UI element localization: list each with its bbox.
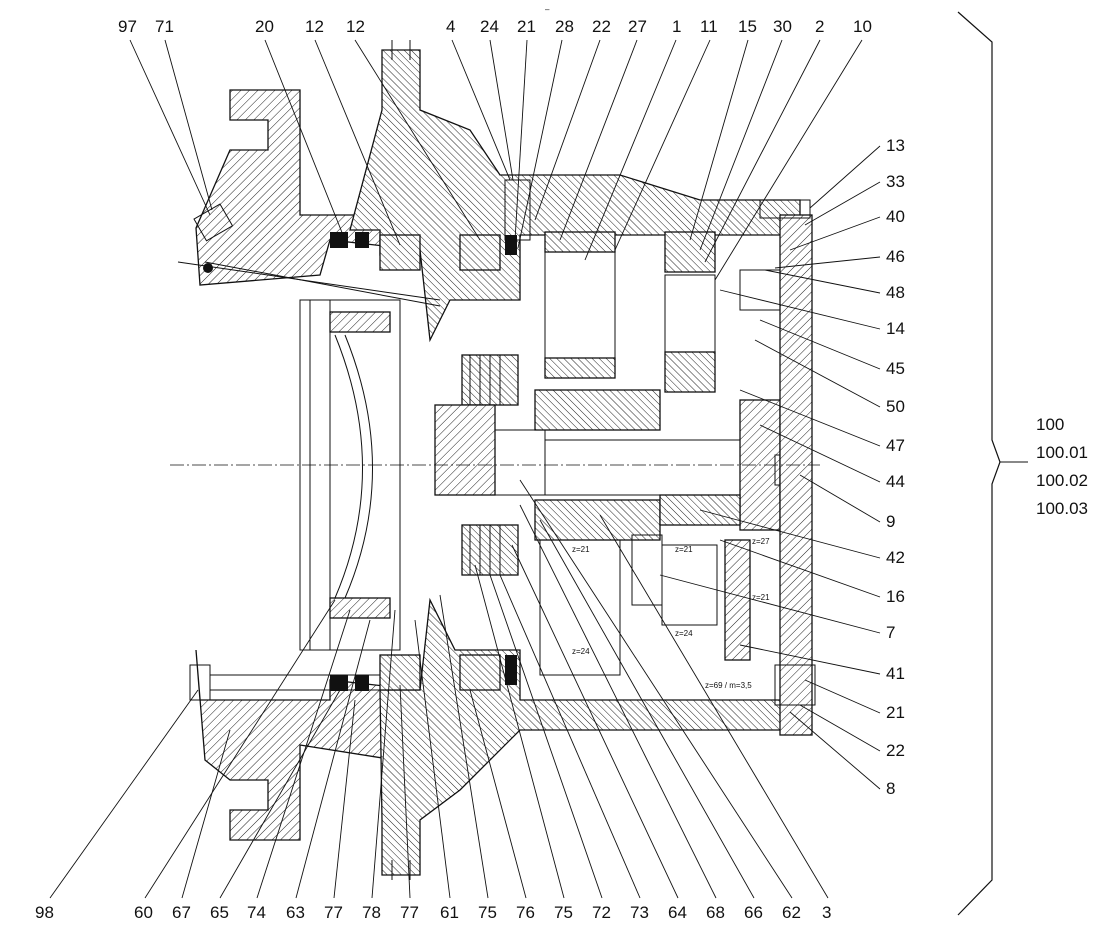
label-12b: 12 [346, 17, 365, 36]
label-42: 42 [886, 548, 905, 567]
label-22: 22 [592, 17, 611, 36]
label-47: 47 [886, 436, 905, 455]
cover-plate [739, 199, 816, 736]
right-callouts: 13 33 40 46 48 14 45 50 47 44 9 42 16 7 … [886, 136, 905, 798]
label-77b: 77 [400, 903, 419, 922]
gear-mark-6: z=24 [675, 629, 693, 638]
label-15: 15 [738, 17, 757, 36]
label-65: 65 [210, 903, 229, 922]
label-33: 33 [886, 172, 905, 191]
label-67: 67 [172, 903, 191, 922]
label-68: 68 [706, 903, 725, 922]
label-21-right: 21 [886, 703, 905, 722]
label-13: 13 [886, 136, 905, 155]
label-7: 7 [886, 623, 895, 642]
label-60: 60 [134, 903, 153, 922]
brake-disc-pack [461, 354, 519, 576]
label-40: 40 [886, 207, 905, 226]
variants-list: 100 100.01 100.02 100.03 [1036, 415, 1088, 518]
label-76: 76 [516, 903, 535, 922]
variant-100-03: 100.03 [1036, 499, 1088, 518]
variants-brace [957, 11, 1028, 916]
label-71: 71 [155, 17, 174, 36]
label-61: 61 [440, 903, 459, 922]
label-11: 11 [700, 17, 718, 36]
fasteners-and-bearings [177, 179, 531, 701]
label-14: 14 [886, 319, 905, 338]
gear-mark-1: z=21 [572, 545, 590, 554]
label-30: 30 [773, 17, 792, 36]
variant-100: 100 [1036, 415, 1064, 434]
label-75b: 75 [554, 903, 573, 922]
label-78: 78 [362, 903, 381, 922]
label-21: 21 [517, 17, 536, 36]
tick-mark: – [545, 5, 550, 14]
label-1: 1 [672, 17, 681, 36]
label-24: 24 [480, 17, 499, 36]
label-74: 74 [247, 903, 266, 922]
brake-housing [299, 299, 401, 651]
gear-mark-3: z=27 [752, 537, 770, 546]
label-66: 66 [744, 903, 763, 922]
label-27: 27 [628, 17, 647, 36]
label-41: 41 [886, 664, 905, 683]
variant-100-02: 100.02 [1036, 471, 1088, 490]
label-16: 16 [886, 587, 905, 606]
label-62: 62 [782, 903, 801, 922]
label-10: 10 [853, 17, 872, 36]
right-leader-lines [659, 145, 881, 790]
label-8: 8 [886, 779, 895, 798]
label-72: 72 [592, 903, 611, 922]
gear-marks: z=21 z=21 z=27 z=21 z=24 z=24 z=69 / m=3… [572, 537, 770, 690]
drive-shaft [434, 389, 806, 541]
label-77a: 77 [324, 903, 343, 922]
bottom-leader-lines [49, 479, 829, 899]
label-20: 20 [255, 17, 274, 36]
label-12a: 12 [305, 17, 324, 36]
label-9: 9 [886, 512, 895, 531]
label-2: 2 [815, 17, 824, 36]
top-leader-lines [129, 39, 863, 281]
bottom-callouts: 98 60 67 65 74 63 77 78 77 61 75 76 75 7… [35, 903, 831, 922]
variant-100-01: 100.01 [1036, 443, 1088, 462]
gear-mark-2: z=21 [675, 545, 693, 554]
label-98: 98 [35, 903, 54, 922]
label-64: 64 [668, 903, 687, 922]
label-73: 73 [630, 903, 649, 922]
label-48: 48 [886, 283, 905, 302]
label-3: 3 [822, 903, 831, 922]
label-50: 50 [886, 397, 905, 416]
top-callouts: 97 71 20 12 12 4 24 21 28 22 27 1 11 15 … [118, 5, 872, 36]
label-28: 28 [555, 17, 574, 36]
label-97: 97 [118, 17, 137, 36]
label-46: 46 [886, 247, 905, 266]
planet-gears [539, 231, 751, 676]
label-44: 44 [886, 472, 905, 491]
label-63: 63 [286, 903, 305, 922]
label-4: 4 [446, 17, 455, 36]
gear-mark-5: z=24 [572, 647, 590, 656]
gear-mark-7: z=69 / m=3,5 [705, 681, 752, 690]
label-22-right: 22 [886, 741, 905, 760]
label-45: 45 [886, 359, 905, 378]
label-75a: 75 [478, 903, 497, 922]
gear-mark-4: z=21 [752, 593, 770, 602]
